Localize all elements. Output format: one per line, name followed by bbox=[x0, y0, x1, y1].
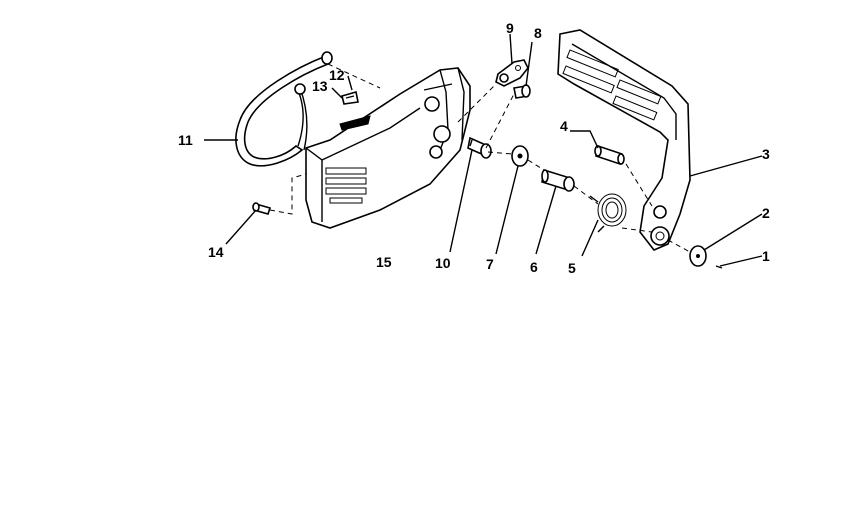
brake-band-part bbox=[235, 51, 333, 167]
callout-15: 15 bbox=[376, 254, 392, 270]
lever-plate-part bbox=[495, 59, 529, 87]
callout-13: 13 bbox=[312, 78, 328, 94]
spring-clip-part bbox=[341, 90, 359, 105]
rivet-part bbox=[513, 84, 531, 99]
pin-part bbox=[252, 202, 272, 215]
callout-3: 3 bbox=[762, 146, 770, 162]
e-clip-part bbox=[715, 265, 723, 269]
washer-part bbox=[511, 145, 529, 167]
callout-10: 10 bbox=[435, 255, 451, 271]
callout-2: 2 bbox=[762, 205, 770, 221]
callout-8: 8 bbox=[534, 25, 542, 41]
shoulder-screw-part bbox=[467, 136, 492, 159]
bushing-part bbox=[541, 168, 575, 192]
pivot-pin-part bbox=[594, 144, 625, 166]
callout-6: 6 bbox=[530, 259, 538, 275]
callout-9: 9 bbox=[506, 20, 514, 36]
callout-4: 4 bbox=[560, 118, 568, 134]
callout-7: 7 bbox=[486, 256, 494, 272]
callout-labels: 1 2 3 4 5 6 7 8 9 10 11 12 13 14 15 bbox=[178, 20, 770, 276]
hand-guard-part bbox=[557, 29, 691, 251]
assembly-lines bbox=[269, 63, 691, 253]
callout-1: 1 bbox=[762, 248, 770, 264]
torsion-spring-part bbox=[589, 193, 627, 233]
callout-12: 12 bbox=[329, 67, 345, 83]
retainer-washer-part bbox=[689, 245, 707, 267]
callout-14: 14 bbox=[208, 244, 224, 260]
chain-brake-housing-part bbox=[305, 67, 471, 229]
callout-5: 5 bbox=[568, 260, 576, 276]
callout-11: 11 bbox=[178, 132, 193, 148]
leader-lines bbox=[204, 33, 763, 267]
